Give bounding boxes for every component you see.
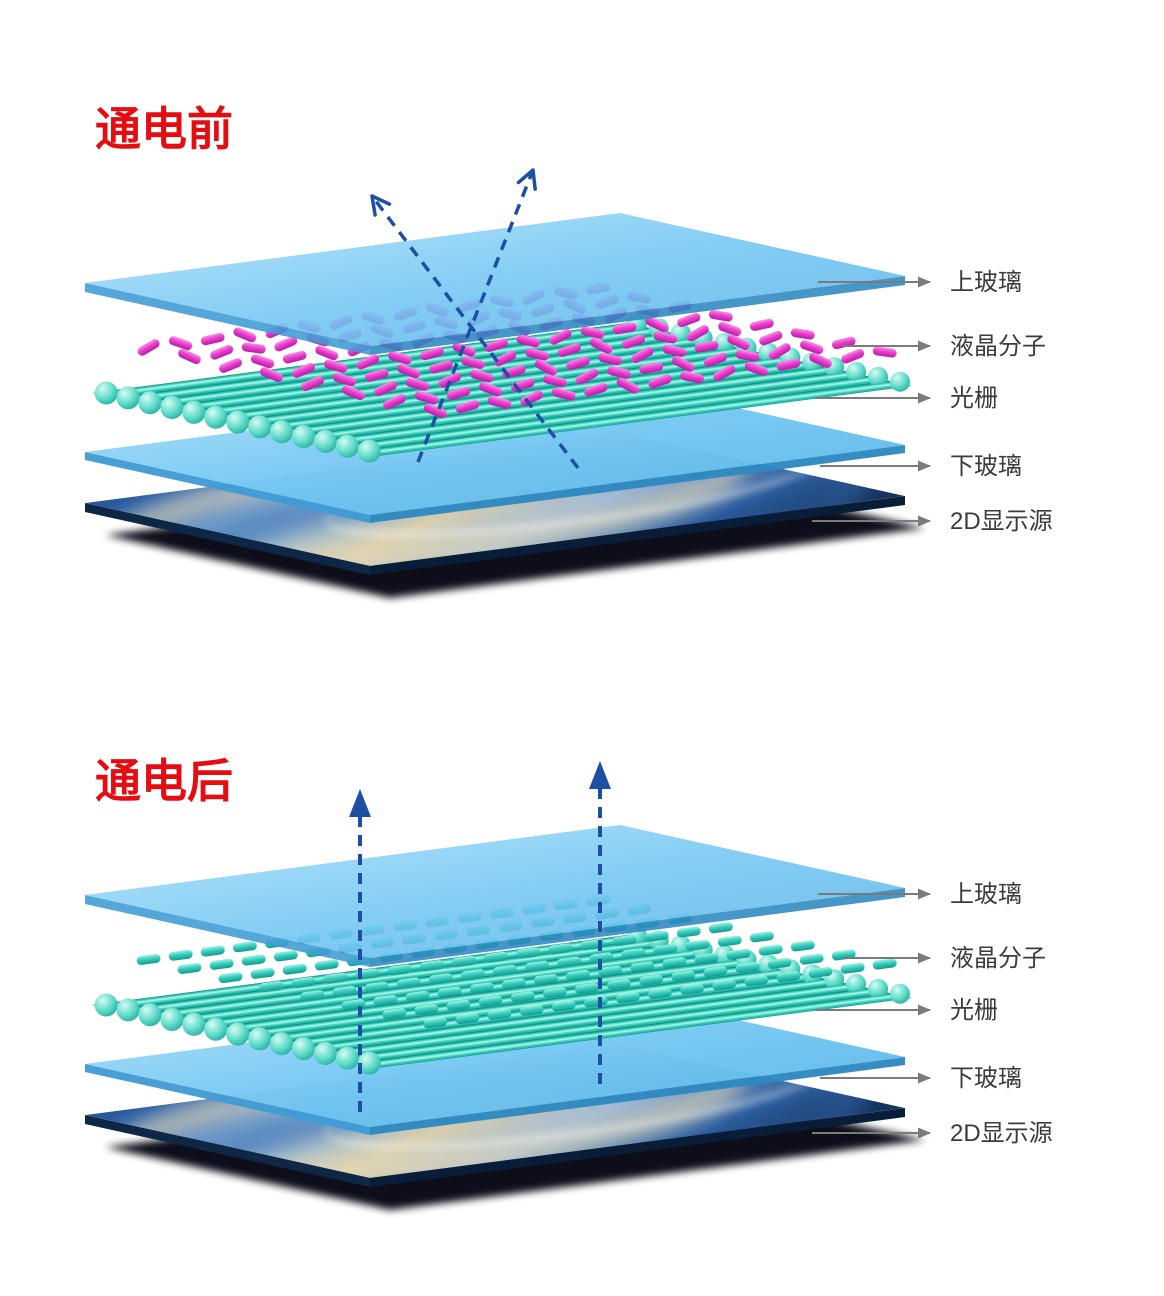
upper-glass-layer: [85, 825, 905, 967]
label-grating: 光栅: [950, 385, 998, 412]
label-lower-glass: 下玻璃: [950, 453, 1022, 480]
panel-before-power: [85, 168, 925, 598]
lower-glass-layer: [85, 994, 905, 1135]
label-grating: 光栅: [950, 997, 998, 1024]
label-2d-source: 2D显示源: [950, 508, 1053, 535]
label-lower-glass: 下玻璃: [950, 1065, 1022, 1092]
panel-after-labels: 上玻璃 液晶分子 光栅 下玻璃 2D显示源: [812, 881, 1053, 1147]
panel-before-labels: 上玻璃 液晶分子 光栅 下玻璃 2D显示源: [812, 269, 1053, 535]
label-upper-glass: 上玻璃: [950, 881, 1022, 908]
lower-glass-layer: [85, 382, 905, 523]
label-2d-source: 2D显示源: [950, 1120, 1053, 1147]
panel-after-power: [85, 761, 925, 1210]
light-ray-arrows: [370, 168, 580, 470]
label-lc-molecules: 液晶分子: [950, 945, 1046, 972]
light-ray-arrows: [349, 761, 611, 1112]
label-upper-glass: 上玻璃: [950, 269, 1022, 296]
upper-glass-layer: [85, 213, 905, 355]
panel-before-title: 通电前: [95, 103, 233, 155]
panel-after-title: 通电后: [95, 755, 233, 807]
label-lc-molecules: 液晶分子: [950, 333, 1046, 360]
